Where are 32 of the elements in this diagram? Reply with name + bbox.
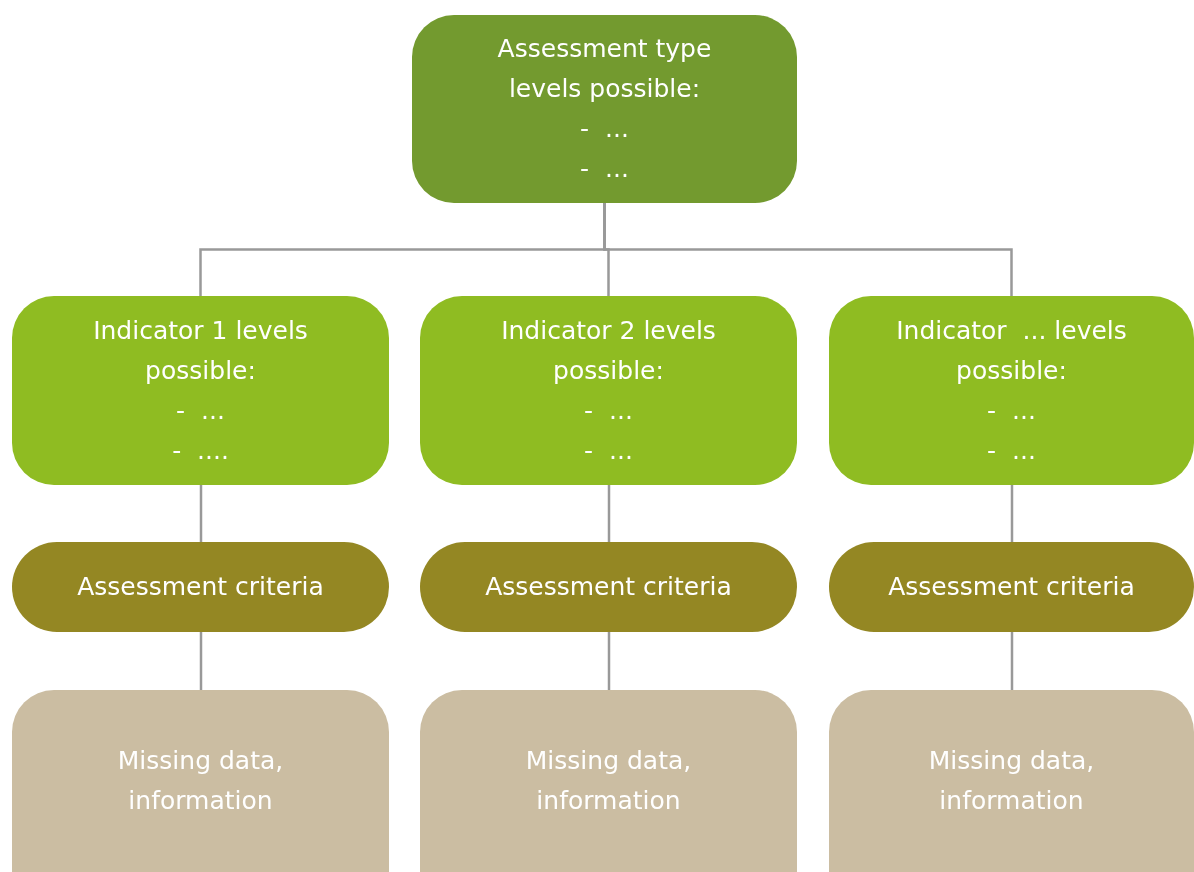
list-item: - .... (172, 434, 229, 467)
list-item: - ... (176, 394, 225, 427)
indicator-box (12, 296, 389, 485)
list-item: - ... (987, 434, 1036, 467)
indicator-box (420, 296, 797, 485)
list-item: - ... (987, 394, 1036, 427)
box-label: Assessment criteria (485, 571, 732, 603)
connector-line (607, 632, 611, 690)
connector-line (607, 485, 611, 542)
box-label: Missing data, information (524, 745, 693, 817)
criteria-box (829, 542, 1194, 632)
box-label: Missing data, information (116, 745, 285, 817)
box-heading: Assessment type levels possible: (496, 33, 713, 105)
list-item: - ... (580, 113, 629, 145)
connector-line (1010, 632, 1014, 690)
box-label: Assessment criteria (77, 571, 324, 603)
indicator-box (829, 296, 1194, 485)
missing-data-box (12, 690, 389, 872)
list-item: - ... (580, 153, 629, 185)
list-item: - ... (584, 434, 633, 467)
connector-line (199, 632, 203, 690)
missing-data-box (420, 690, 797, 872)
list-item: - ... (584, 394, 633, 427)
heading-box (412, 15, 797, 203)
box-heading: Indicator ... levels possible: (895, 314, 1128, 387)
connector-line (199, 485, 203, 542)
box-heading: Indicator 2 levels possible: (500, 314, 717, 387)
connector-line (1010, 485, 1014, 542)
box-label: Assessment criteria (888, 571, 1135, 603)
box-heading: Indicator 1 levels possible: (92, 314, 309, 387)
box-label: Missing data, information (927, 745, 1096, 817)
missing-data-box (829, 690, 1194, 872)
